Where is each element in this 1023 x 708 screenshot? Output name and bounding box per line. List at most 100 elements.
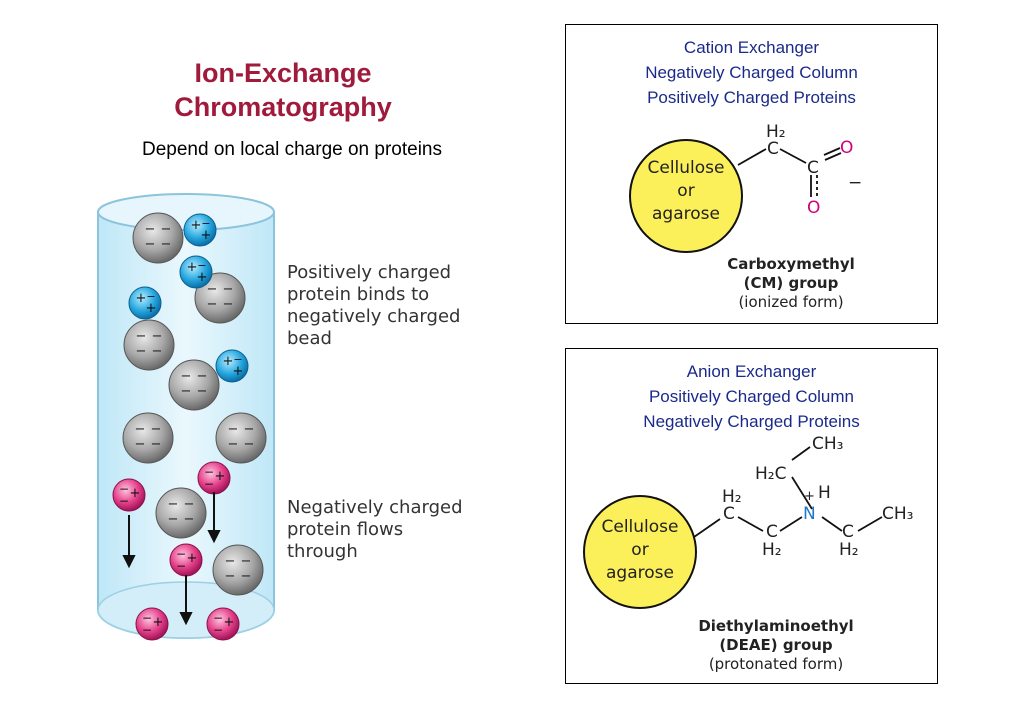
ch3-label: CH₃ (882, 504, 913, 524)
h-label: H (818, 483, 831, 503)
charge-sign: − (225, 554, 236, 569)
charge-sign: − (135, 422, 146, 437)
charge-sign: − (168, 497, 179, 512)
matrix-bead (629, 139, 743, 253)
charge-sign: − (228, 422, 239, 437)
charge-sign: − (145, 237, 156, 252)
charge-sign: − (119, 494, 129, 508)
h2-label: H₂ (839, 540, 859, 560)
cation-exchanger-panel: Cation Exchanger Negatively Charged Colu… (565, 24, 938, 324)
charge-sign: − (184, 497, 195, 512)
bind-label-line: protein binds to (287, 284, 430, 305)
caption-name: (CM) group (744, 274, 839, 292)
caption-form: (protonated form) (709, 655, 843, 673)
matrix-label: or (677, 181, 694, 201)
charge-sign: + (136, 291, 147, 306)
caption-name: (DEAE) group (719, 636, 833, 654)
charge-sign: − (228, 437, 239, 452)
bond (823, 147, 841, 156)
carbon-label: C (767, 139, 779, 159)
anion-heading-line: Positively Charged Column (648, 387, 855, 406)
deae-structure: Cellulose or agarose CH₃ H₂C H₂ C C H₂ N… (583, 434, 913, 673)
caption-name: Carboxymethyl (727, 255, 855, 273)
negative-bead (212, 544, 264, 596)
flow-label-line: protein flows (287, 519, 404, 540)
bond (737, 516, 764, 532)
bond (857, 516, 883, 532)
positive-protein (215, 349, 249, 383)
plus-charge: + (804, 489, 815, 504)
charge-sign: − (181, 369, 192, 384)
flow-label: Negatively charged protein flows through (287, 497, 463, 563)
carboxymethyl-structure: Cellulose or agarose H₂ C C O O − Carbox… (629, 122, 862, 311)
charge-sign: − (223, 297, 234, 312)
charge-sign: + (153, 615, 164, 630)
anion-exchanger-panel: Anion Exchanger Positively Charged Colum… (565, 348, 938, 684)
charge-sign: − (152, 329, 163, 344)
charge-sign: − (207, 282, 218, 297)
matrix-bead (583, 495, 697, 609)
charge-sign: − (161, 222, 172, 237)
charge-sign: − (119, 482, 129, 496)
anion-heading-line: Anion Exchanger (686, 362, 817, 381)
matrix-label: Cellulose (602, 517, 679, 537)
cation-heading: Cation Exchanger Negatively Charged Colu… (566, 35, 937, 110)
h2-label: H₂ (722, 487, 742, 507)
charge-sign: − (197, 259, 206, 272)
minus-charge: − (848, 173, 862, 193)
bind-label: Positively charged protein binds to nega… (287, 262, 460, 350)
bond (824, 152, 842, 161)
negative-bead (132, 212, 184, 264)
carbon-label: C (723, 504, 735, 524)
h2-label: H₂ (762, 540, 782, 560)
negative-bead (123, 319, 175, 371)
bond (791, 476, 813, 510)
caption-name: Diethylaminoethyl (698, 617, 853, 635)
negative-protein (112, 478, 146, 512)
charge-sign: − (184, 512, 195, 527)
bind-label-line: negatively charged (287, 306, 461, 327)
charge-sign: − (197, 384, 208, 399)
negative-protein (206, 607, 240, 641)
charge-sign: − (213, 611, 223, 625)
h2-label: H₂ (766, 122, 786, 142)
charge-sign: + (187, 260, 198, 275)
charge-sign: − (201, 217, 210, 230)
caption-form: (ionized form) (738, 293, 843, 311)
charge-sign: + (233, 364, 244, 379)
negative-protein (135, 607, 169, 641)
title-line-2: Chromatography (174, 92, 392, 122)
cation-heading-line: Negatively Charged Column (645, 63, 858, 82)
cation-heading-line: Cation Exchanger (683, 38, 820, 57)
negative-bead (122, 412, 174, 464)
negative-bead (155, 487, 207, 539)
charge-sign: + (201, 228, 212, 243)
matrix-label: agarose (606, 563, 674, 583)
charge-sign: − (151, 422, 162, 437)
bond (737, 148, 767, 166)
charge-sign: + (187, 551, 198, 566)
negative-bead (215, 412, 267, 464)
charge-sign: − (213, 623, 223, 637)
charge-sign: + (197, 270, 208, 285)
nitrogen-label: N (803, 504, 816, 524)
charge-sign: − (176, 559, 186, 573)
positive-protein (183, 213, 217, 247)
charge-sign: − (181, 384, 192, 399)
charge-sign: − (223, 282, 234, 297)
matrix-label: agarose (652, 204, 720, 224)
h2c-label: H₂C (755, 464, 786, 484)
page-title: Ion-Exchange Chromatography (100, 56, 466, 124)
oxygen-label: O (807, 198, 820, 218)
charge-sign: − (142, 623, 152, 637)
flow-arrows (122, 492, 221, 626)
positive-protein (128, 286, 162, 320)
charge-sign: + (215, 469, 226, 484)
charge-sign: − (142, 611, 152, 625)
page-subtitle: Depend on local charge on proteins (142, 139, 442, 160)
charge-sign: + (130, 486, 141, 501)
negative-bead (194, 272, 246, 324)
charge-sign: − (207, 297, 218, 312)
charge-sign: − (233, 353, 242, 366)
ch3-label: CH₃ (812, 434, 843, 454)
